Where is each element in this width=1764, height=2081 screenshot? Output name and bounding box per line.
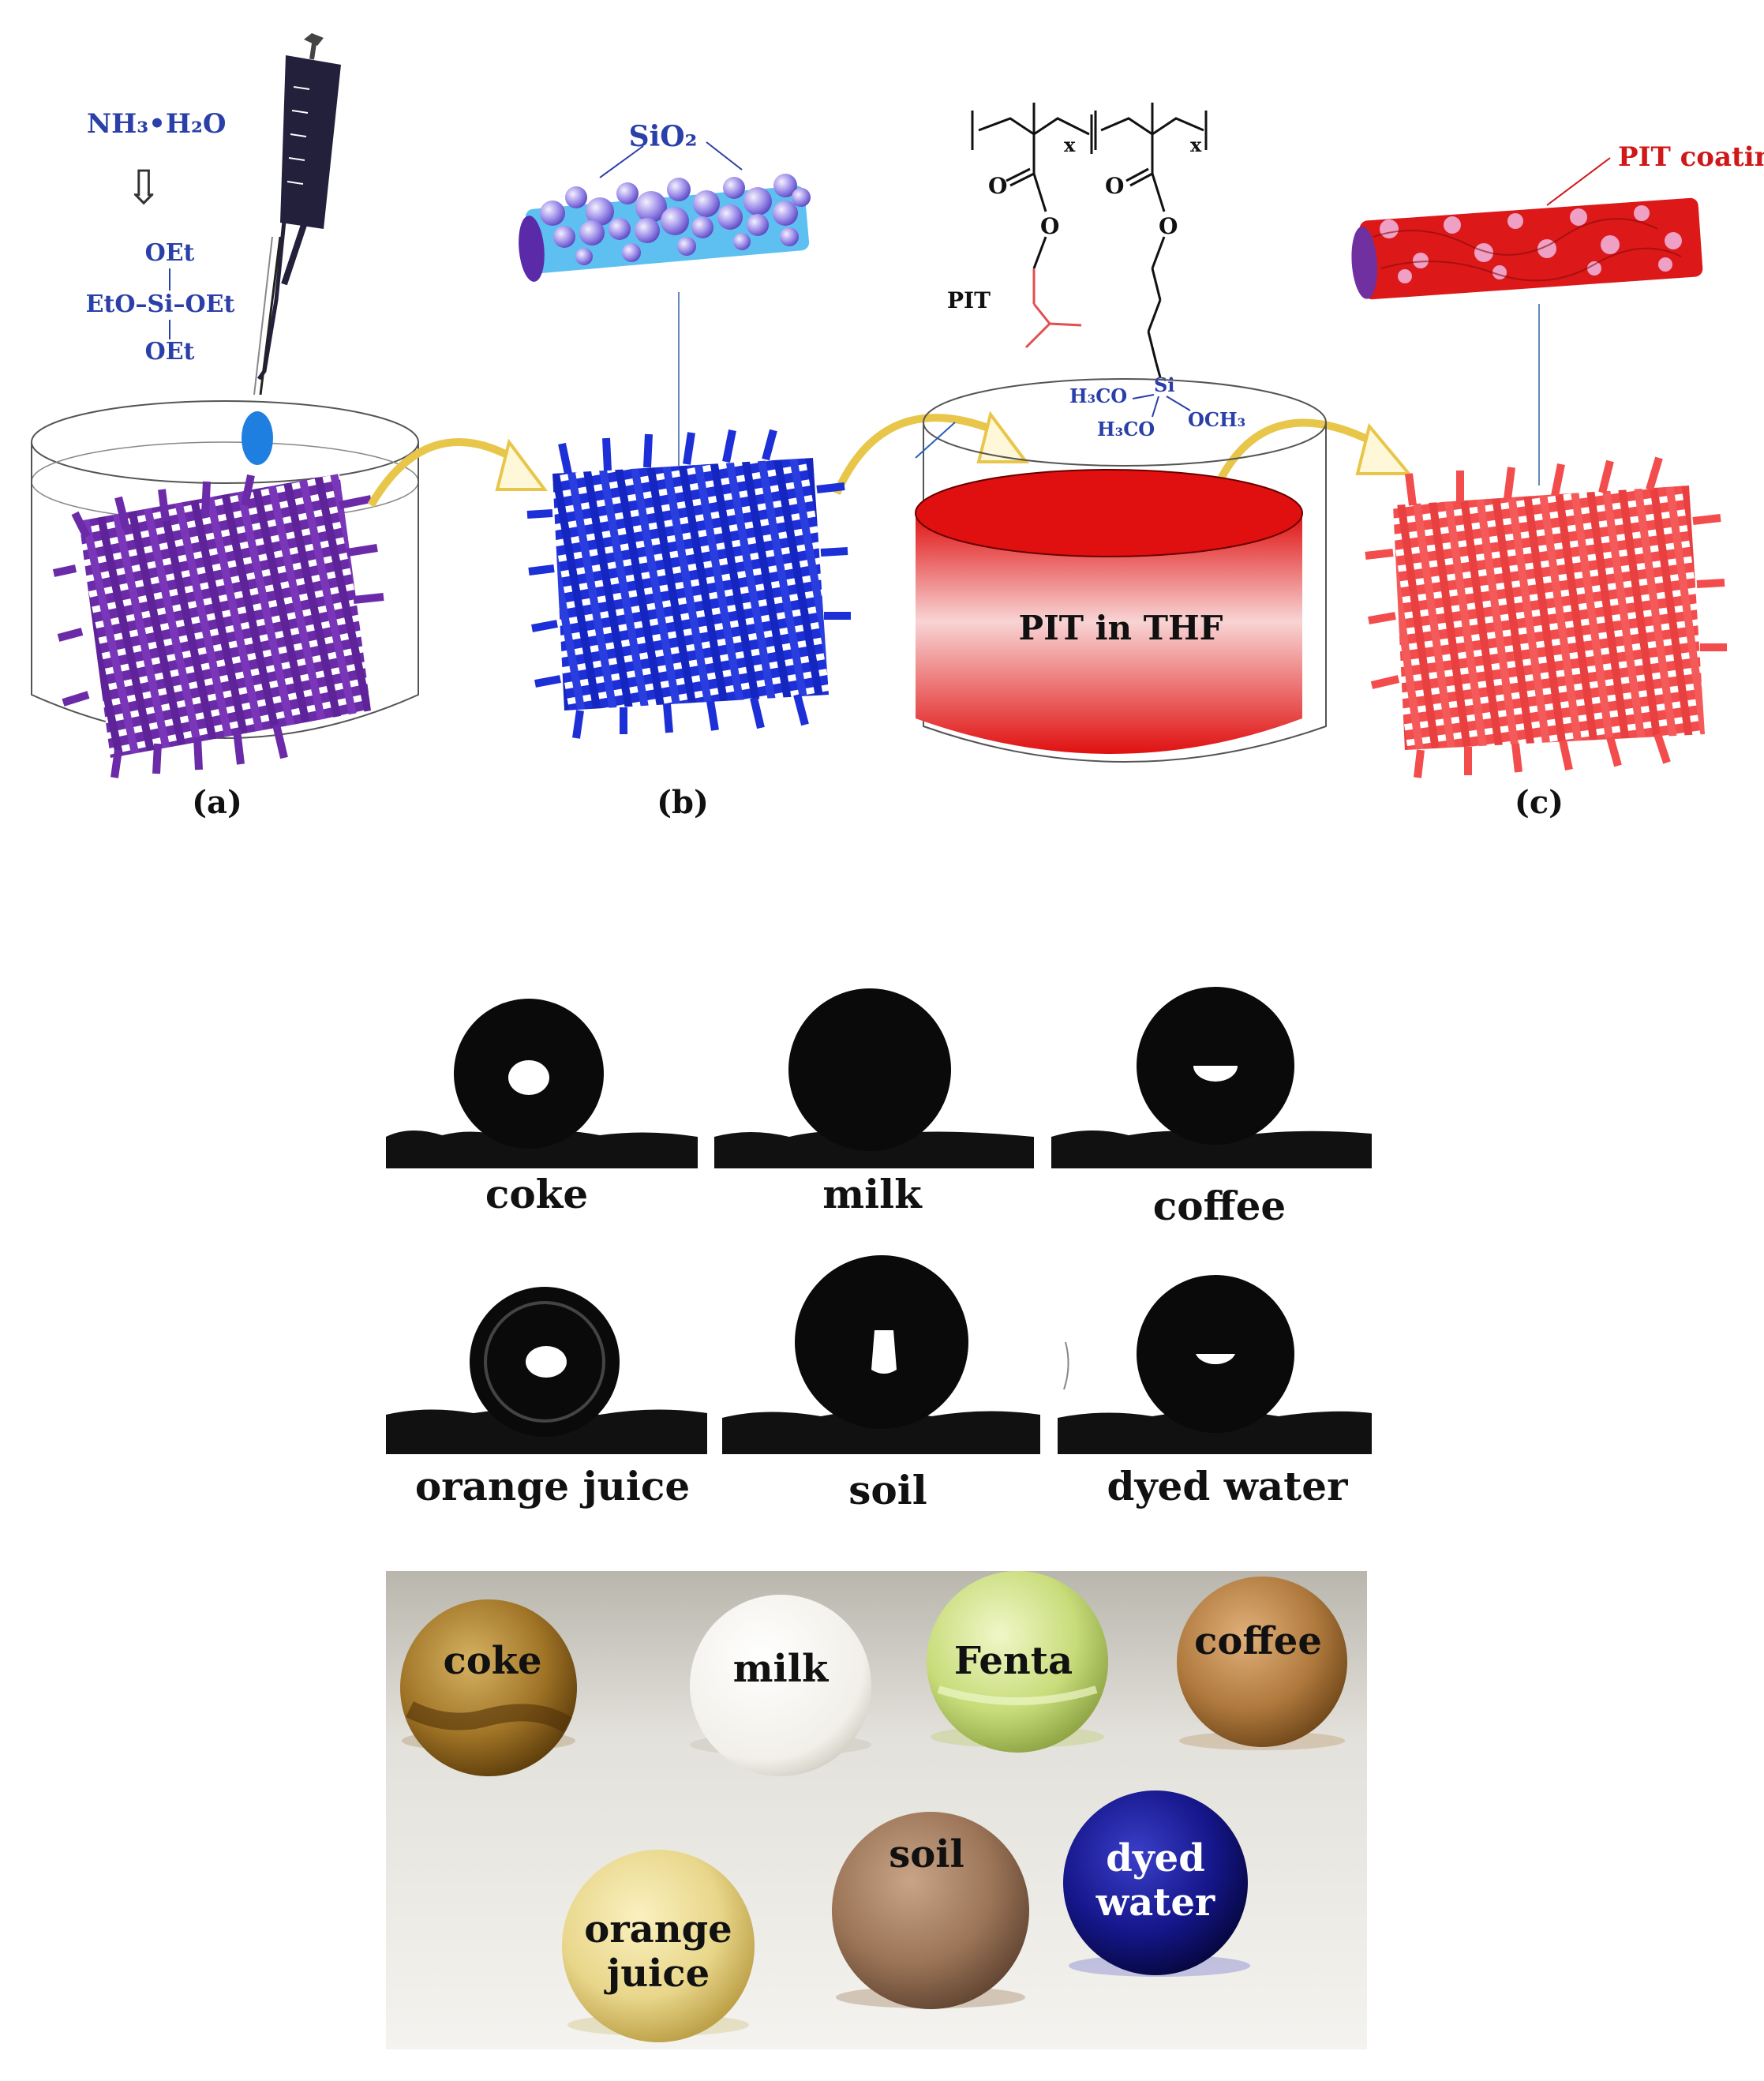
photo-label-dyed-water-line-2: water xyxy=(1095,1880,1215,1925)
photo-label-orange-juice-line-2: juice xyxy=(604,1952,710,1996)
droplet-soil xyxy=(832,1812,1029,2009)
panel-c: PIT coating (c) xyxy=(1351,141,1764,821)
subscript-x-1: x xyxy=(1064,133,1076,156)
pipette-icon xyxy=(242,33,341,465)
ca-label-coffee: coffee xyxy=(1153,1183,1286,1229)
ca-coke xyxy=(386,999,698,1168)
ca-milk xyxy=(714,988,1034,1168)
ca-label-milk: milk xyxy=(822,1171,923,1217)
contact-angle-grid: coke milk coffee orange juice soil dyed … xyxy=(386,987,1372,1513)
ca-orange-juice xyxy=(386,1287,707,1454)
photo-label-soil: soil xyxy=(889,1832,964,1877)
droplet-milk xyxy=(690,1595,871,1776)
fabric-c xyxy=(1365,456,1727,778)
teos-top: OEt xyxy=(145,239,195,267)
arrow-sol-to-c xyxy=(1212,418,1376,492)
photo-label-dyed-water-line-1: dyed xyxy=(1106,1836,1205,1880)
droplet-coffee xyxy=(1177,1577,1347,1750)
photo-label-coffee: coffee xyxy=(1194,1619,1322,1663)
panel-b: SiO₂ (b) xyxy=(519,120,851,821)
ca-label-orange-juice: orange juice xyxy=(415,1463,690,1509)
photo-label-fenta: Fenta xyxy=(954,1639,1073,1683)
panel-a: NH₃•H₂O ⇩ OEt EtO–Si–OEt OEt (a) xyxy=(31,33,419,821)
ca-dyed-water xyxy=(1058,1275,1372,1454)
photo-label-orange-juice-line-1: orange xyxy=(584,1907,732,1952)
silane-left: H₃CO xyxy=(1069,384,1127,407)
solution-beaker: PIT in THF xyxy=(915,378,1327,763)
ester-o-1: O xyxy=(1040,213,1059,239)
ca-label-coke: coke xyxy=(485,1171,588,1217)
figure-canvas: NH₃•H₂O ⇩ OEt EtO–Si–OEt OEt (a) xyxy=(31,33,1764,1513)
pit-in-thf-label: PIT in THF xyxy=(1019,609,1223,647)
label-a: (a) xyxy=(192,784,242,821)
pit-coating-label: PIT coating xyxy=(1618,141,1764,173)
ca-label-soil: soil xyxy=(848,1467,927,1513)
pit-label: PIT xyxy=(947,287,991,313)
silane-right: OCH₃ xyxy=(1188,408,1245,431)
teos-bottom: OEt xyxy=(145,338,195,366)
ca-coffee xyxy=(1051,987,1372,1168)
label-c: (c) xyxy=(1515,784,1564,821)
pointer-arrow-icon xyxy=(915,422,956,459)
subscript-x-2: x xyxy=(1190,133,1202,156)
droplet-dyed-water xyxy=(1063,1790,1250,1977)
fabric-b xyxy=(526,429,851,739)
fabric-a xyxy=(52,474,384,778)
droplet-fenta xyxy=(927,1571,1108,1753)
droplet-coke xyxy=(400,1599,577,1776)
process-arrows xyxy=(367,411,1413,508)
ammonia-label: NH₃•H₂O xyxy=(87,108,226,140)
fiber-c xyxy=(1351,197,1703,300)
pit-structure xyxy=(971,103,1208,378)
teos-middle: EtO–Si–OEt xyxy=(86,291,235,318)
ca-soil xyxy=(722,1255,1040,1454)
label-b: (b) xyxy=(657,784,709,821)
carbonyl-o-1: O xyxy=(988,173,1007,199)
ester-o-2: O xyxy=(1159,213,1178,239)
pit-isobutyl xyxy=(1024,268,1082,349)
photo-label-milk: milk xyxy=(733,1647,830,1691)
photo-label-coke: coke xyxy=(443,1639,541,1683)
down-arrow-icon: ⇩ xyxy=(124,160,163,216)
arrow-a-to-b xyxy=(367,438,515,508)
ca-label-dyed-water: dyed water xyxy=(1107,1463,1349,1509)
arrow-b-to-sol xyxy=(833,414,996,496)
droplet-orange-juice xyxy=(562,1850,755,2042)
beaker-a-body xyxy=(31,442,419,739)
drop-icon xyxy=(242,411,273,465)
silane-si: Si xyxy=(1154,373,1174,396)
fiber-b xyxy=(519,174,811,282)
silane-bottom: H₃CO xyxy=(1097,418,1155,441)
solution-surface xyxy=(915,469,1303,557)
carbonyl-o-2: O xyxy=(1105,173,1124,199)
